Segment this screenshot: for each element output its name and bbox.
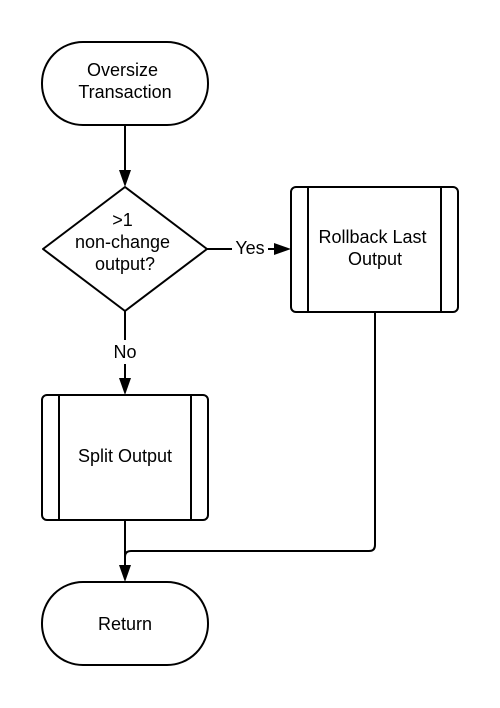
edge-decision-to-split: No — [108, 311, 142, 395]
edge-start-to-decision — [119, 125, 131, 187]
edge-rollback-to-end — [124, 312, 376, 558]
node-rollback-label: Rollback Last Output — [318, 227, 431, 269]
node-rollback: Rollback Last Output — [290, 186, 459, 313]
edge-split-to-end — [119, 520, 131, 582]
node-decision: >1 non-change output? — [42, 186, 208, 312]
node-decision-label: >1 non-change output? — [75, 210, 175, 274]
node-split-label: Split Output — [78, 446, 172, 466]
node-split: Split Output — [41, 394, 209, 521]
edge-label-no: No — [113, 342, 136, 362]
edge-label-yes: Yes — [235, 238, 264, 258]
edge-decision-to-rollback: Yes — [207, 237, 291, 259]
node-end: Return — [41, 581, 209, 666]
node-end-label: Return — [98, 614, 152, 634]
node-start: Oversize Transaction — [41, 41, 209, 126]
node-start-label: Oversize Transaction — [78, 60, 171, 102]
